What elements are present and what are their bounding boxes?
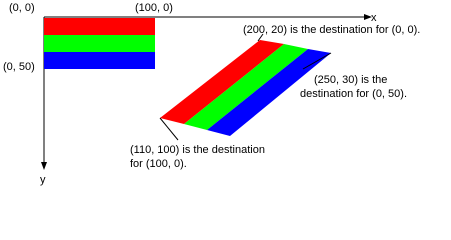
transformed-blue-band xyxy=(207,49,331,136)
original-blue-band xyxy=(44,52,155,69)
pointer-110-100 xyxy=(159,117,179,141)
original-red-band xyxy=(44,18,155,35)
note-110-100-line1: (110, 100) is the destination xyxy=(130,144,265,156)
x-axis-arrow xyxy=(364,14,372,20)
y-axis-label: y xyxy=(40,174,46,186)
note-110-100-line2: for (100, 0). xyxy=(130,158,187,170)
transformed-green-band xyxy=(184,44,308,130)
y-axis-arrow xyxy=(41,162,47,170)
note-200-20: (200, 20) is the destination for (0, 0). xyxy=(243,24,420,36)
point-100-0-label: (100, 0) xyxy=(135,2,173,14)
pointer-200-20 xyxy=(257,33,264,42)
point-0-50-label: (0, 50) xyxy=(3,61,35,73)
x-axis-label: x xyxy=(371,12,377,24)
diagram-canvas: (0, 0) (100, 0) (0, 50) x y (200, 20) is… xyxy=(3,2,421,186)
original-green-band xyxy=(44,35,155,52)
note-250-30-line2: destination for (0, 50). xyxy=(300,88,407,100)
note-250-30-line1: (250, 30) is the xyxy=(314,74,387,86)
transform-diagram: (0, 0) (100, 0) (0, 50) x y (200, 20) is… xyxy=(3,2,420,186)
pointer-250-30 xyxy=(302,52,332,70)
transformed-red-band xyxy=(160,40,284,124)
origin-label: (0, 0) xyxy=(9,2,35,14)
